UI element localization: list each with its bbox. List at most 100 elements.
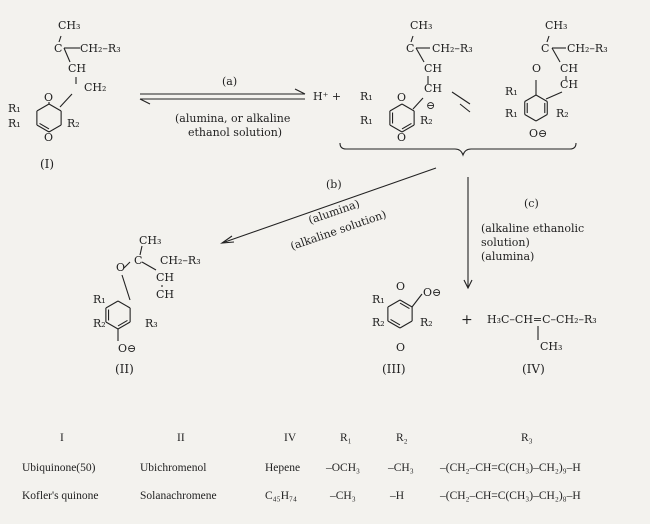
atom-label: R₁ [505,85,518,98]
atom-label: CH₂–R₃ [80,42,121,55]
ring-bond [389,124,403,133]
ring-bond [389,103,403,112]
reaction-condition: solution) [481,236,530,249]
reaction-label: (c) [524,197,539,210]
structure-I: CH₃ C CH₂–R₃ CH CH₂ O O R₁ R₁ R₂ (I) [8,19,121,171]
atom-label: O [532,62,541,75]
ring-bond [105,321,119,330]
atom-label: CH [424,62,442,75]
table-cell: –H [390,490,405,502]
header-IV: IV [284,432,297,444]
ring-bond [535,94,548,102]
double-bond [390,318,401,326]
table-cell: –CH₃ [388,462,414,474]
atom-label: O [44,131,53,144]
atom-label: CH [424,82,442,95]
bond-lines [36,35,577,341]
structure-IV: H₃C–CH=C–CH₂–R₃ CH₃ (IV) [487,313,597,376]
table-cell: –OCH₃ [326,462,361,474]
header-R2: R₂ [396,432,408,444]
atom-label: O⊖ [118,342,136,355]
atom-label: R₂ [93,317,106,330]
ring-bond [401,124,415,133]
ring-bond [401,103,415,112]
header-R3: R₃ [521,432,533,444]
reaction-condition: (alkaline ethanolic [481,222,584,235]
header-I: I [60,432,64,444]
bond [410,35,414,43]
ring-bond [105,300,119,309]
bond [63,47,71,63]
atom-label: O⊖ [423,286,441,299]
table-cell: –(CH₂–CH=C(CH₃)–CH₂)₈–H [440,490,581,502]
reaction-a: (a) (alumina, or alkaline ethanol soluti… [175,75,290,139]
ring-bond [48,103,62,112]
atom-label: O [396,280,405,293]
double-bond [399,302,410,310]
reaction-condition: (alumina) [481,250,534,263]
structure-anion: H⁺ + CH₃ C CH₂–R₃ CH CH ⊖ O O R₁ R₁ R₂ [313,19,473,144]
table-cell: C₄₅H₇₄ [265,490,298,502]
atom-label: CH [156,288,174,301]
double-bond [401,122,412,130]
table-cell: –(CH₂–CH=C(CH₃)–CH₂)₉–H [440,462,581,474]
atom-label: O [44,91,53,104]
compound-label: (I) [40,157,54,171]
atom-label: CH₃ [540,340,562,353]
atom-label: R₂ [420,114,433,127]
atom-label: R₁ [93,293,106,306]
atom-label: R₂ [372,316,385,329]
compound-label: (III) [382,362,406,376]
ring-bond [36,124,50,133]
atom-label: CH₂–R₃ [160,254,201,267]
table-cell: Hepene [265,462,301,474]
equilibrium-arrow [139,98,151,105]
atom-label: R₁ [505,107,518,120]
bond [141,261,157,271]
atom-label: C [134,254,142,267]
atom-label: R₃ [145,317,158,330]
atom-label: ⊖ [426,99,435,112]
atom-label: CH₂–R₃ [567,42,608,55]
double-bond [117,319,128,327]
atom-label: O [116,261,125,274]
reaction-arrow-c [463,279,473,290]
atom-label: CH [560,62,578,75]
header-R1: R₁ [340,432,352,444]
atom-label: R₁ [8,102,21,115]
atom-label: C [406,42,414,55]
reaction-arrow-b [221,167,437,244]
reaction-condition: ethanol solution) [188,126,282,139]
structure-phenolate: CH₃ C CH₂–R₃ CH CH O O⊖ R₁ R₁ R₂ [505,19,608,140]
double-bond [39,122,50,130]
atom-label: O [396,341,405,354]
atom-label: CH [560,78,578,91]
atom-label: R₁ [360,114,373,127]
atom-label: CH₂ [84,81,106,94]
table-cell: –CH₃ [330,490,356,502]
atom-label: CH [156,271,174,284]
bond [551,47,561,63]
plus-sign: + [461,312,473,328]
atom-label: C [54,42,62,55]
bond [411,293,423,308]
ring-bond [117,321,131,330]
bond [412,97,424,110]
atom-label: R₂ [420,316,433,329]
atom-label: H⁺ + [313,90,341,103]
atom-label: R₁ [8,117,21,130]
reaction-label: (a) [222,75,237,88]
ring-bond [387,320,401,329]
bond [545,91,563,100]
atom-label: H₃C–CH=C–CH₂–R₃ [487,313,597,326]
atom-label: CH₃ [410,19,432,32]
table-cell: Solanachromene [140,490,217,502]
ring-bond [524,114,537,122]
header-II: II [177,432,185,444]
atom-label: R₂ [67,117,80,130]
table-cell: Ubichromenol [140,462,207,474]
structure-II: CH₃ C O CH₂–R₃ CH CH R₁ R₂ R₃ O⊖ (II) [93,234,201,376]
reaction-condition: (alumina, or alkaline [175,112,290,125]
atom-label: O [397,131,406,144]
ring-bond [387,299,401,308]
